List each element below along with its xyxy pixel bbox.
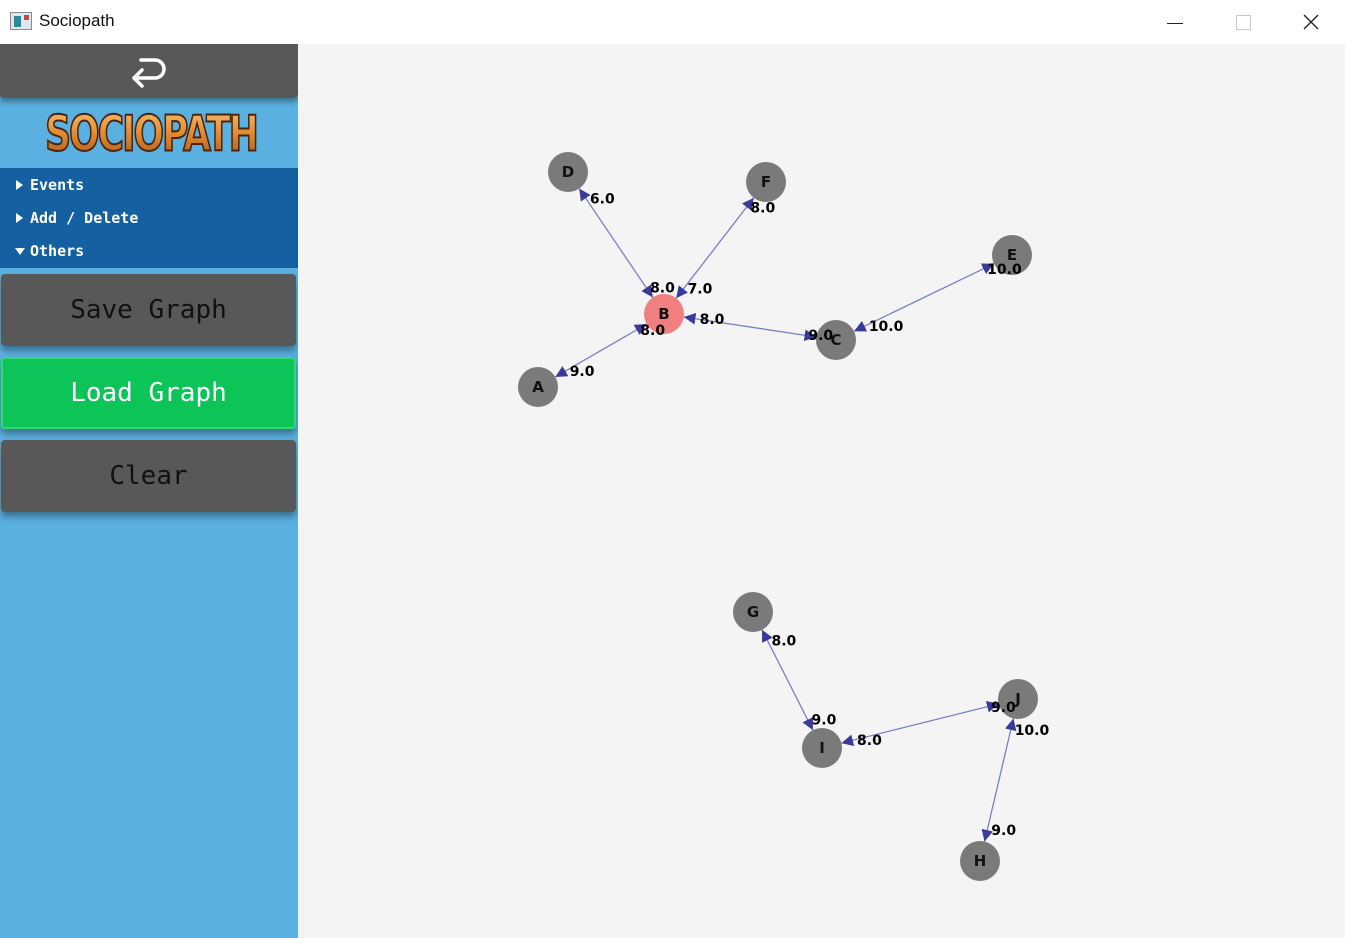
caret-right-icon xyxy=(14,212,30,224)
edge-weight-label: 8.0 xyxy=(640,323,665,339)
svg-text:SOCIOPATH: SOCIOPATH xyxy=(45,110,257,158)
node-a[interactable]: A xyxy=(518,367,558,407)
edge-weight-label: 8.0 xyxy=(650,280,675,296)
edge-weight-label: 9.0 xyxy=(570,364,595,380)
node-circle[interactable] xyxy=(644,294,684,334)
clear-button[interactable]: Clear xyxy=(1,440,296,512)
caret-down-icon xyxy=(14,246,30,256)
minimize-button[interactable] xyxy=(1141,0,1209,44)
node-circle[interactable] xyxy=(992,235,1032,275)
node-circle[interactable] xyxy=(548,152,588,192)
close-icon xyxy=(1303,14,1319,30)
graph-svg[interactable]: A B C D E F G H I J 6.0 8.0 8.0 7.0 9.0 8.0 9.0 8.0 10.0 1… xyxy=(298,44,1345,938)
edge-C-E[interactable] xyxy=(853,263,995,332)
edge-A-B[interactable] xyxy=(554,323,648,378)
maximize-icon xyxy=(1235,14,1251,30)
node-circle[interactable] xyxy=(802,728,842,768)
node-circle[interactable] xyxy=(518,367,558,407)
edge-weight-label: 9.0 xyxy=(812,712,837,728)
menu-item-add-delete[interactable]: Add / Delete xyxy=(14,205,138,231)
back-button[interactable] xyxy=(0,44,298,98)
node-label: A xyxy=(532,378,544,396)
edge-weight-label: 9.0 xyxy=(808,328,833,344)
edge-weight-label: 10.0 xyxy=(987,262,1022,278)
edge-B-F[interactable] xyxy=(675,197,755,299)
node-j[interactable]: J xyxy=(998,679,1038,719)
node-label: D xyxy=(562,163,574,181)
node-circle[interactable] xyxy=(816,320,856,360)
node-g[interactable]: G xyxy=(733,592,773,632)
return-arrow-icon xyxy=(132,58,166,88)
edge-weight-label: 9.0 xyxy=(991,823,1016,839)
node-d[interactable]: D xyxy=(548,152,588,192)
window-title: Sociopath xyxy=(39,11,115,30)
close-button[interactable] xyxy=(1277,0,1345,44)
menu-panel: Events Add / Delete Others xyxy=(0,168,298,268)
graph-canvas[interactable]: A B C D E F G H I J 6.0 8.0 8.0 7.0 9.0 8.0 9.0 8.0 10.0 1… xyxy=(298,44,1345,938)
edge-weight-label: 8.0 xyxy=(700,312,725,328)
minimize-icon xyxy=(1167,22,1183,24)
edge-weight-label: 6.0 xyxy=(590,192,615,208)
load-graph-button[interactable]: Load Graph xyxy=(1,357,296,429)
node-label: G xyxy=(747,603,759,621)
edge-G-I[interactable] xyxy=(761,629,814,731)
caret-right-icon xyxy=(14,179,30,191)
edge-weight-label: 7.0 xyxy=(688,282,713,298)
menu-item-label: Add / Delete xyxy=(30,209,139,227)
node-circle[interactable] xyxy=(998,679,1038,719)
edge-weight-label: 8.0 xyxy=(771,634,796,650)
node-label: C xyxy=(830,331,841,349)
node-label: I xyxy=(819,739,825,757)
sociopath-logo: SOCIOPATH xyxy=(45,110,257,158)
node-label: F xyxy=(761,173,771,191)
node-label: H xyxy=(974,852,987,870)
node-i[interactable]: I xyxy=(802,728,842,768)
node-c[interactable]: C xyxy=(816,320,856,360)
save-graph-button[interactable]: Save Graph xyxy=(1,274,296,346)
node-label: E xyxy=(1007,246,1017,264)
node-f[interactable]: F xyxy=(746,162,786,202)
app-icon xyxy=(10,12,32,30)
edge-I-J[interactable] xyxy=(841,701,999,746)
node-e[interactable]: E xyxy=(992,235,1032,275)
edge-weight-label: 8.0 xyxy=(857,733,882,749)
edge-weight-label: 9.0 xyxy=(991,700,1016,716)
node-circle[interactable] xyxy=(746,162,786,202)
node-circle[interactable] xyxy=(733,592,773,632)
edge-B-C[interactable] xyxy=(683,312,817,342)
edge-B-D[interactable] xyxy=(578,188,654,298)
node-circle[interactable] xyxy=(960,841,1000,881)
menu-item-events[interactable]: Events xyxy=(14,172,84,198)
sidebar: SOCIOPATH Events Add / Delete Others Sav… xyxy=(0,44,298,938)
edge-weight-label: 10.0 xyxy=(869,319,904,335)
menu-item-label: Others xyxy=(30,242,85,260)
node-label: B xyxy=(658,305,669,323)
node-label: J xyxy=(1014,690,1021,708)
edge-weight-label: 8.0 xyxy=(750,200,775,216)
maximize-button[interactable] xyxy=(1209,0,1277,44)
menu-item-others[interactable]: Others xyxy=(14,238,84,264)
edge-H-J[interactable] xyxy=(981,718,1017,842)
title-bar: Sociopath xyxy=(0,0,1345,44)
edge-weight-label: 10.0 xyxy=(1015,723,1050,739)
node-h[interactable]: H xyxy=(960,841,1000,881)
menu-item-label: Events xyxy=(30,176,85,194)
node-b[interactable]: B xyxy=(644,294,684,334)
